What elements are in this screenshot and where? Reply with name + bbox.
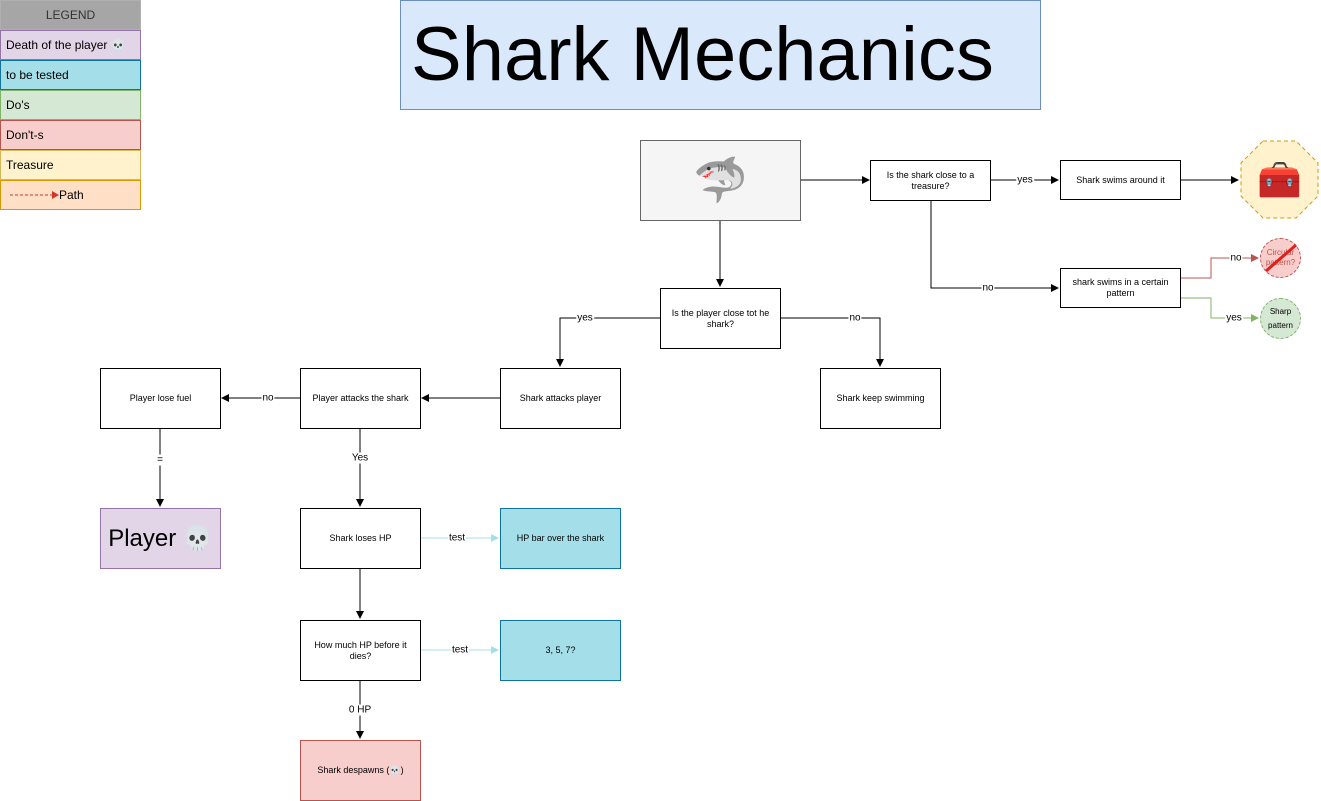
shark-attacks-player-node[interactable]: Shark attacks player [500, 368, 621, 429]
legend-path-label: Path [59, 188, 84, 202]
label-player-yes: yes [576, 312, 594, 324]
treasure-node[interactable]: 🧰 [1240, 140, 1319, 219]
label-attack-no: no [261, 392, 275, 404]
label-circular-no: no [1229, 252, 1243, 264]
path-arrow-icon [10, 191, 59, 199]
strike-icon [1265, 243, 1297, 273]
legend-to-be-tested: to be tested [0, 60, 141, 90]
legend-donts: Don't-s [0, 120, 141, 150]
swims-around-node[interactable]: Shark swims around it [1060, 160, 1181, 200]
edge-treasure-no [930, 200, 1059, 292]
label-player-no: no [848, 312, 862, 324]
edge-circular-no [1181, 254, 1259, 279]
legend-path: Path [0, 180, 141, 210]
label-fuel-eq: = [156, 454, 164, 466]
legend-header: LEGEND [0, 0, 141, 30]
label-count-test: test [450, 644, 470, 656]
legend-treasure: Treasure [0, 150, 141, 180]
shark-keep-swimming-node[interactable]: Shark keep swimming [820, 368, 941, 429]
shark-node[interactable]: 🦈 [640, 140, 801, 221]
label-zero-hp: 0 HP [347, 704, 373, 716]
treasure-chest-icon: 🧰 [1257, 158, 1302, 200]
pattern-node[interactable]: shark swims in a certain pattern [1060, 268, 1181, 308]
label-attack-yes: Yes [350, 452, 370, 464]
edge-player-no [781, 317, 884, 367]
hp-values-node[interactable]: 3, 5, 7? [500, 620, 621, 681]
shark-loses-hp-node[interactable]: Shark loses HP [300, 508, 421, 569]
hp-bar-node[interactable]: HP bar over the shark [500, 508, 621, 569]
label-hp-test: test [447, 532, 467, 544]
sharp-pattern-node[interactable]: Sharp pattern [1260, 298, 1301, 339]
edge-sharp-yes [1181, 297, 1259, 322]
shark-icon: 🦈 [693, 155, 748, 205]
shark-despawns-node[interactable]: Shark despawns (💀) [300, 740, 421, 801]
legend-dos: Do's [0, 90, 141, 120]
circular-pattern-node[interactable]: Circular pattern? [1260, 238, 1301, 278]
treasure-octagon [1240, 140, 1319, 219]
label-treasure-no: no [981, 282, 995, 294]
page-title: Shark Mechanics [400, 0, 1041, 110]
legend-death: Death of the player 💀 [0, 30, 141, 60]
player-question-node[interactable]: Is the player close tot he shark? [660, 288, 781, 349]
legend: LEGEND Death of the player 💀 to be teste… [0, 0, 141, 211]
treasure-question-node[interactable]: Is the shark close to a treasure? [870, 160, 991, 201]
circular-pattern-label: Circular pattern? [1265, 248, 1296, 267]
edge-player-yes [556, 317, 660, 367]
how-much-hp-node[interactable]: How much HP before it dies? [300, 620, 421, 681]
player-attacks-shark-node[interactable]: Player attacks the shark [300, 368, 421, 429]
label-treasure-yes: yes [1016, 174, 1034, 186]
player-death-node[interactable]: Player 💀 [100, 508, 221, 569]
player-lose-fuel-node[interactable]: Player lose fuel [100, 368, 221, 429]
label-sharp-yes: yes [1225, 312, 1243, 324]
